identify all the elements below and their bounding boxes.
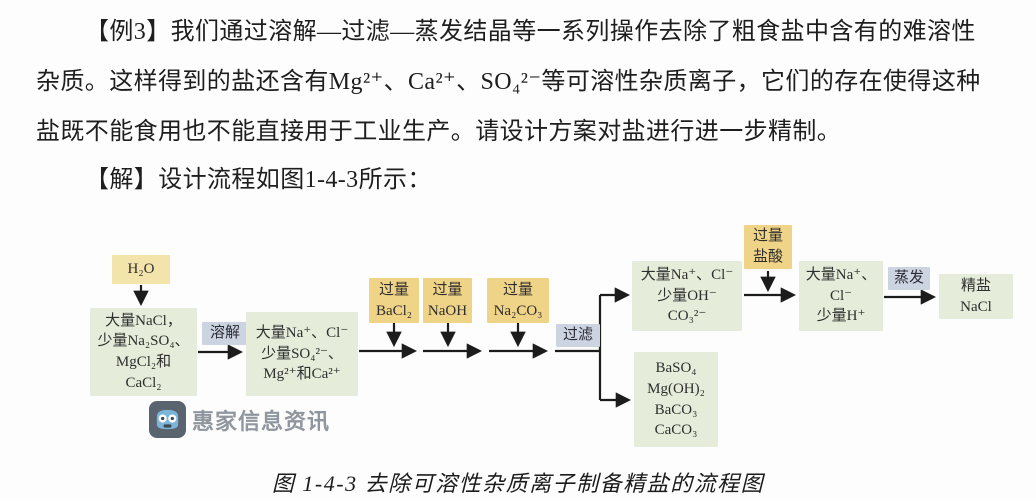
- watermark-label: 惠家信息资讯: [192, 408, 331, 434]
- filter-process-label: 过滤: [556, 324, 600, 347]
- naoh-reagent-box: 过量 NaOH: [423, 278, 472, 323]
- acidified-ions-box: 大量Na⁺、 Cl⁻ 少量H⁺: [799, 261, 883, 331]
- h2o-reagent-box: H₂O: [112, 255, 170, 284]
- dissolved-ions-box: 大量Na⁺、Cl⁻ 少量SO₄²⁻、 Mg²⁺和Ca²⁺: [246, 312, 358, 396]
- watermark: 惠家信息资讯: [149, 401, 330, 438]
- solution-line: 【解】设计流程如图1-4-3所示：: [85, 167, 432, 193]
- refined-salt-box: 精盐 NaCl: [939, 274, 1013, 319]
- hcl-reagent-box: 过量 盐酸: [744, 225, 792, 269]
- precipitates-box: BaSO₄ Mg(OH)₂ BaCO₃ CaCO₃: [634, 352, 718, 447]
- dissolve-process-label: 溶解: [202, 322, 248, 345]
- crude-salt-box: 大量NaCl， 少量Na₂SO₄、 MgCl₂和 CaCl₂: [90, 308, 197, 396]
- paragraph-line-1: 【例3】我们通过溶解—过滤—蒸发结晶等一系列操作去除了粗食盐中含有的难溶性: [85, 19, 976, 45]
- evaporate-process-label: 蒸发: [888, 267, 930, 290]
- bacl2-reagent-box: 过量 BaCl₂: [369, 278, 419, 323]
- paragraph-line-3: 盐既不能食用也不能直接用于工业生产。请设计方案对盐进行进一步精制。: [36, 119, 842, 145]
- na2co3-reagent-box: 过量 Na₂CO₃: [487, 278, 549, 323]
- figure-caption: 图 1-4-3 去除可溶性杂质离子制备精盐的流程图: [271, 471, 765, 496]
- robot-logo-icon: [149, 401, 186, 438]
- paragraph-line-2: 杂质。这样得到的盐还含有Mg²⁺、Ca²⁺、SO₄²⁻等可溶性杂质离子，它们的存…: [36, 69, 981, 95]
- filtrate-ions-box: 大量Na⁺、Cl⁻ 少量OH⁻ CO₃²⁻: [632, 261, 742, 331]
